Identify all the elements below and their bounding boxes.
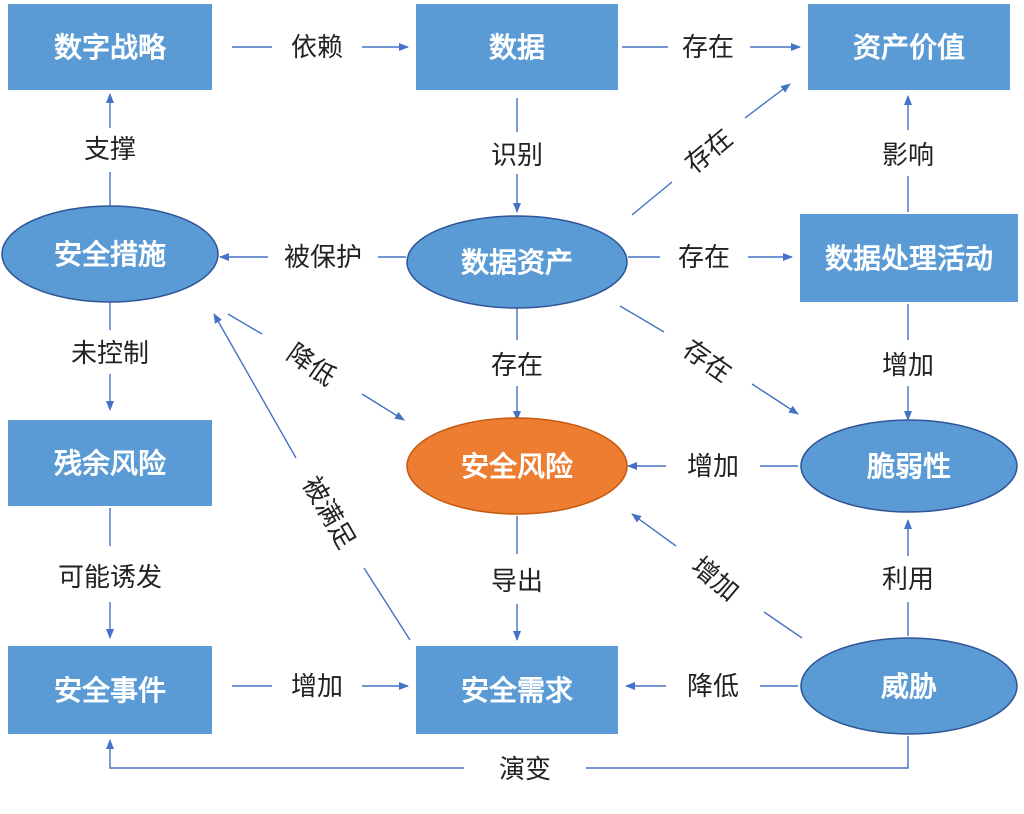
edge-label-reduce-diag: 降低 xyxy=(281,338,341,392)
node-asset-value: 资产价值 xyxy=(808,4,1010,90)
edge-label-exists-processing: 存在 xyxy=(678,243,730,273)
edge-label-identify: 识别 xyxy=(491,141,543,171)
node-label-residual-risk: 残余风险 xyxy=(54,447,167,480)
edge-assets-value-lower xyxy=(631,181,673,216)
node-label-asset-value: 资产价值 xyxy=(853,31,965,64)
edge-label-exists-diag-down: 存在 xyxy=(677,334,737,388)
node-label-security-measures: 安全措施 xyxy=(54,238,166,271)
edge-assets-vuln-upper xyxy=(619,305,665,333)
edge-measures-risk-lower xyxy=(361,393,405,421)
edge-threat-risk-lower xyxy=(763,611,803,639)
node-label-digital-strategy: 数字战略 xyxy=(54,31,167,64)
node-security-risk: 安全风险 xyxy=(406,417,628,515)
node-label-data-assets: 数据资产 xyxy=(461,246,573,279)
edge-label-increase-processing: 增加 xyxy=(882,351,934,381)
node-label-security-requirement: 安全需求 xyxy=(461,674,573,707)
edge-label-support: 支撑 xyxy=(84,135,136,165)
edge-label-may-trigger: 可能诱发 xyxy=(58,563,162,593)
edge-label-protected: 被保护 xyxy=(284,243,362,273)
edge-measures-risk-upper xyxy=(227,313,263,335)
node-label-vulnerability: 脆弱性 xyxy=(866,450,951,483)
node-threat: 威胁 xyxy=(800,637,1018,735)
edge-label-increase-threat-diag: 增加 xyxy=(685,551,744,607)
node-digital-strategy: 数字战略 xyxy=(8,4,212,90)
edge-label-derive: 导出 xyxy=(491,567,543,597)
node-label-data-processing: 数据处理活动 xyxy=(825,242,993,275)
edge-threat-event-right xyxy=(586,736,909,769)
edge-label-increase-event: 增加 xyxy=(291,672,343,702)
edge-label-exists-data-value: 存在 xyxy=(682,33,734,63)
edge-threat-risk-upper xyxy=(631,513,677,547)
edge-requirement-measures-upper xyxy=(213,313,297,459)
node-vulnerability: 脆弱性 xyxy=(800,419,1018,513)
edge-label-satisfied: 被满足 xyxy=(296,472,361,555)
node-label-threat: 威胁 xyxy=(881,670,937,703)
edge-label-increase-vuln: 增加 xyxy=(687,452,739,482)
edge-label-exists-diag-up: 存在 xyxy=(680,123,739,179)
node-security-measures: 安全措施 xyxy=(1,205,219,303)
node-residual-risk: 残余风险 xyxy=(8,420,212,506)
node-data-assets: 数据资产 xyxy=(406,215,628,309)
node-label-data: 数据 xyxy=(489,31,545,64)
node-security-event: 安全事件 xyxy=(8,646,212,734)
node-label-security-event: 安全事件 xyxy=(54,674,166,707)
edge-label-evolve: 演变 xyxy=(499,755,551,785)
edge-label-uncontrolled: 未控制 xyxy=(71,339,149,369)
edge-label-influence: 影响 xyxy=(882,141,934,171)
edge-assets-vuln-lower xyxy=(751,383,799,415)
edge-assets-value-upper xyxy=(744,83,791,119)
node-data: 数据 xyxy=(416,4,618,90)
edge-label-exists-risk: 存在 xyxy=(491,351,543,381)
edge-label-use: 利用 xyxy=(882,565,934,595)
node-data-processing: 数据处理活动 xyxy=(800,214,1018,302)
node-label-security-risk: 安全风险 xyxy=(461,450,574,483)
node-security-requirement: 安全需求 xyxy=(416,646,618,734)
edge-label-depends: 依赖 xyxy=(291,33,343,63)
edge-requirement-measures-lower xyxy=(363,567,411,641)
edge-label-reduce-threat: 降低 xyxy=(687,672,739,702)
edge-threat-event-left xyxy=(106,739,464,769)
